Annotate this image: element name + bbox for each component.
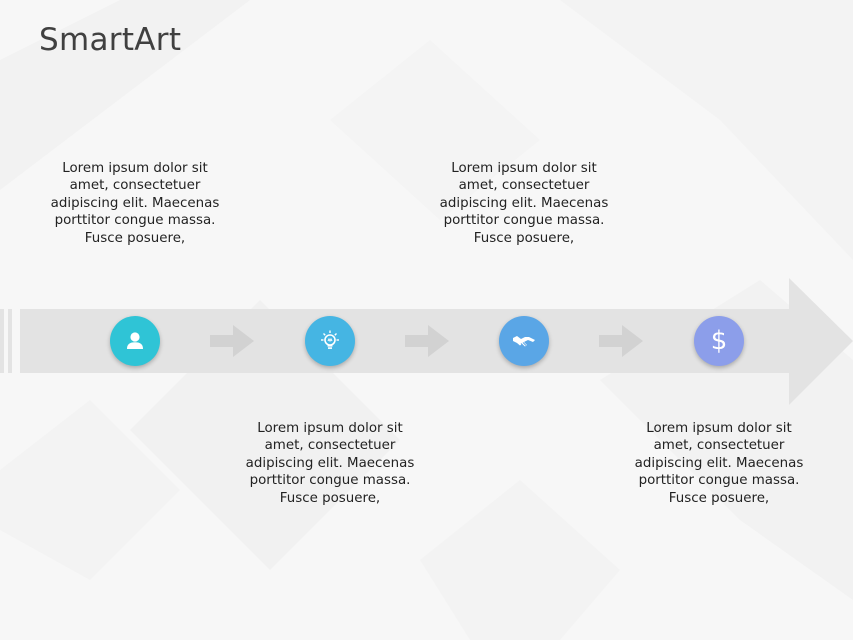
step-2-text: Lorem ipsum dolor sit amet, consectetuer…: [245, 421, 415, 506]
step-2-circle: [305, 316, 355, 366]
chevron-arrow-icon: [405, 325, 449, 357]
timeline-stripe: [0, 309, 4, 373]
step-3-text: Lorem ipsum dolor sit amet, consectetuer…: [439, 161, 609, 246]
user-icon: [127, 332, 143, 349]
timeline-stripe: [8, 309, 12, 373]
dollar-icon: $: [710, 326, 728, 356]
lightbulb-icon: [321, 330, 339, 349]
step-4-circle: $: [694, 316, 744, 366]
step-1-text: Lorem ipsum dolor sit amet, consectetuer…: [50, 161, 220, 246]
handshake-icon: [513, 336, 535, 347]
step-1-circle: [110, 316, 160, 366]
step-3-circle: [499, 316, 549, 366]
page-title: SmartArt: [39, 22, 182, 58]
chevron-arrow-icon: [599, 325, 643, 357]
chevron-arrow-icon: [210, 325, 254, 357]
step-4-text: Lorem ipsum dolor sit amet, consectetuer…: [634, 421, 804, 506]
